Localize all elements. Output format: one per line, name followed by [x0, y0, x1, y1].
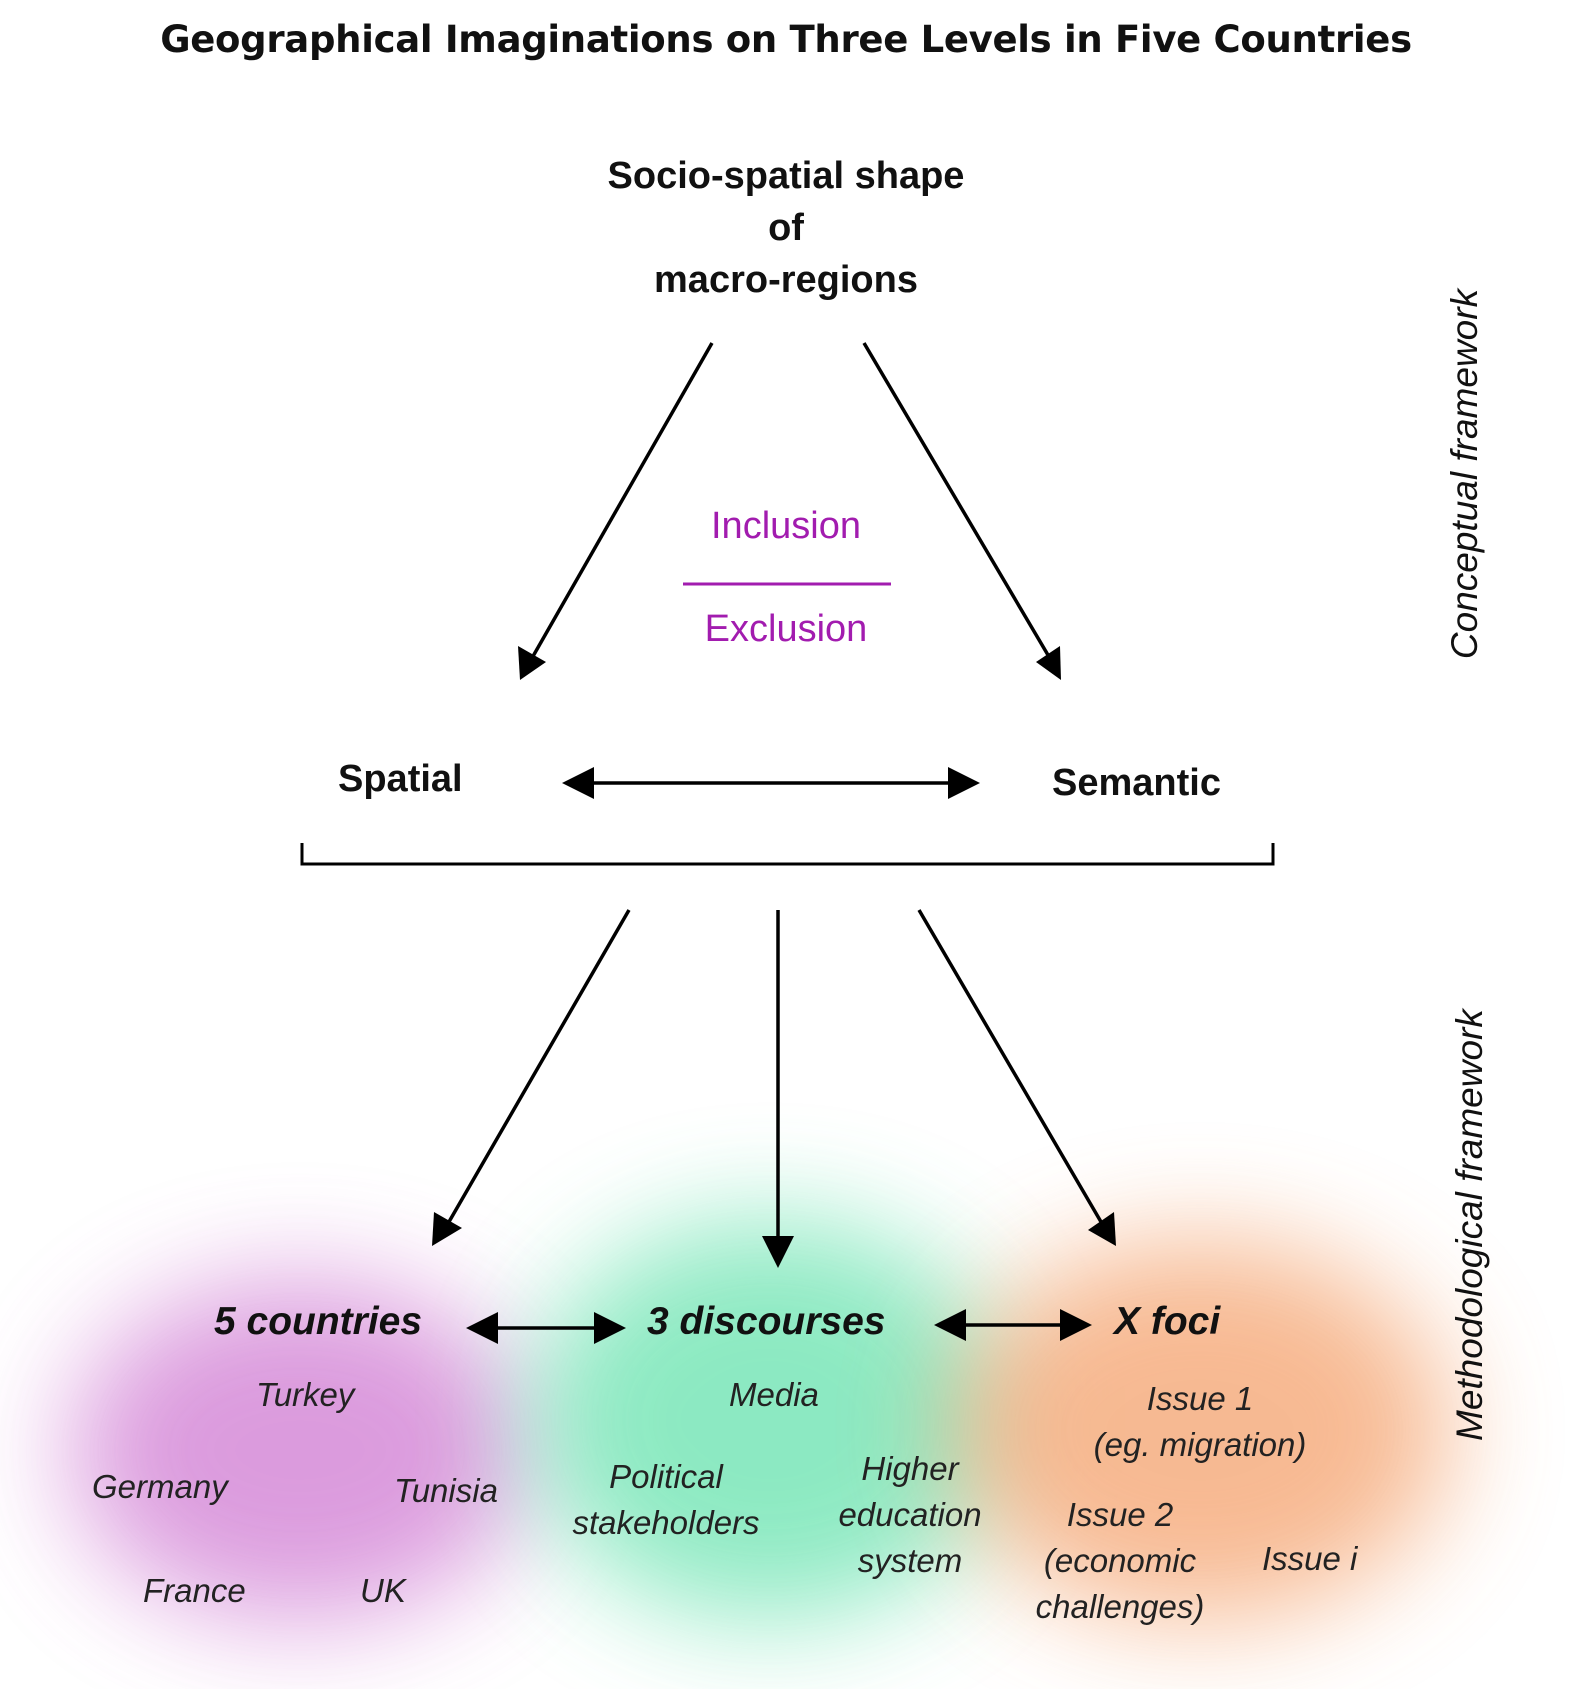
countries-discourses-arrowhead-right — [594, 1312, 626, 1344]
countries-heading: 5 countries — [214, 1300, 423, 1343]
political-line1: Political — [609, 1458, 723, 1495]
arrow-to-foci — [917, 909, 1106, 1228]
discourse-media: Media — [729, 1376, 819, 1413]
country-turkey: Turkey — [256, 1376, 355, 1413]
higher-line2: education — [838, 1496, 982, 1533]
top-node-line3: macro-regions — [654, 259, 918, 301]
arrowhead-discourses — [762, 1236, 794, 1268]
foci-heading: X foci — [1114, 1300, 1221, 1343]
focus-issue-1: Issue 1 (eg. migration) — [1070, 1376, 1330, 1468]
political-line2: stakeholders — [572, 1504, 760, 1541]
arrowhead-countries — [432, 1212, 462, 1246]
inclusion-label: Inclusion — [711, 505, 861, 547]
methodological-framework-label: Methodological framework — [1449, 1009, 1490, 1441]
exclusion-label: Exclusion — [704, 608, 868, 650]
issue1-line1: Issue 1 — [1146, 1380, 1254, 1417]
focus-issue-2: Issue 2 (economic challenges) — [1010, 1492, 1230, 1630]
arrow-to-semantic — [862, 342, 1060, 673]
country-tunisia: Tunisia — [394, 1472, 498, 1509]
issue2-line3: challenges) — [1035, 1588, 1205, 1625]
spatial-semantic-arrowhead-right — [948, 767, 980, 799]
countries-blob — [70, 1280, 530, 1620]
issue2-line2: (economic — [1043, 1542, 1197, 1579]
bracket — [300, 843, 1275, 866]
discourse-higher-education: Higher education system — [815, 1446, 1005, 1584]
blob-group — [70, 1220, 1450, 1620]
arrowhead-spatial — [518, 646, 546, 680]
discourses-foci-arrowhead-left — [934, 1309, 966, 1341]
spatial-semantic-arrowhead-left — [562, 767, 594, 799]
issue2-line1: Issue 2 — [1066, 1496, 1174, 1533]
country-france: France — [143, 1572, 246, 1609]
country-uk: UK — [360, 1572, 406, 1609]
top-node: Socio-spatial shape of macro-regions — [486, 150, 1086, 306]
conceptual-framework-label: Conceptual framework — [1444, 288, 1485, 660]
arrow-to-countries — [444, 909, 631, 1228]
countries-discourses-arrowhead-left — [466, 1312, 498, 1344]
diagram-title: Geographical Imaginations on Three Level… — [160, 18, 1412, 61]
arrowhead-foci — [1088, 1212, 1116, 1246]
foci-blob — [950, 1240, 1450, 1620]
top-node-line1: Socio-spatial shape — [607, 155, 965, 197]
arrowhead-semantic — [1036, 646, 1061, 680]
top-node-line2: of — [768, 207, 804, 249]
discourses-foci-arrowhead-right — [1060, 1309, 1092, 1341]
issue1-line2: (eg. migration) — [1093, 1426, 1307, 1463]
discourse-political-stakeholders: Political stakeholders — [556, 1454, 776, 1546]
spatial-label: Spatial — [338, 758, 463, 800]
focus-issue-i: Issue i — [1262, 1540, 1358, 1577]
discourses-blob — [530, 1220, 1010, 1620]
discourses-heading: 3 discourses — [647, 1300, 886, 1343]
arrow-to-spatial — [522, 342, 714, 673]
higher-line1: Higher — [861, 1450, 959, 1487]
semantic-label: Semantic — [1052, 762, 1221, 804]
higher-line3: system — [857, 1542, 963, 1579]
country-germany: Germany — [92, 1468, 228, 1505]
